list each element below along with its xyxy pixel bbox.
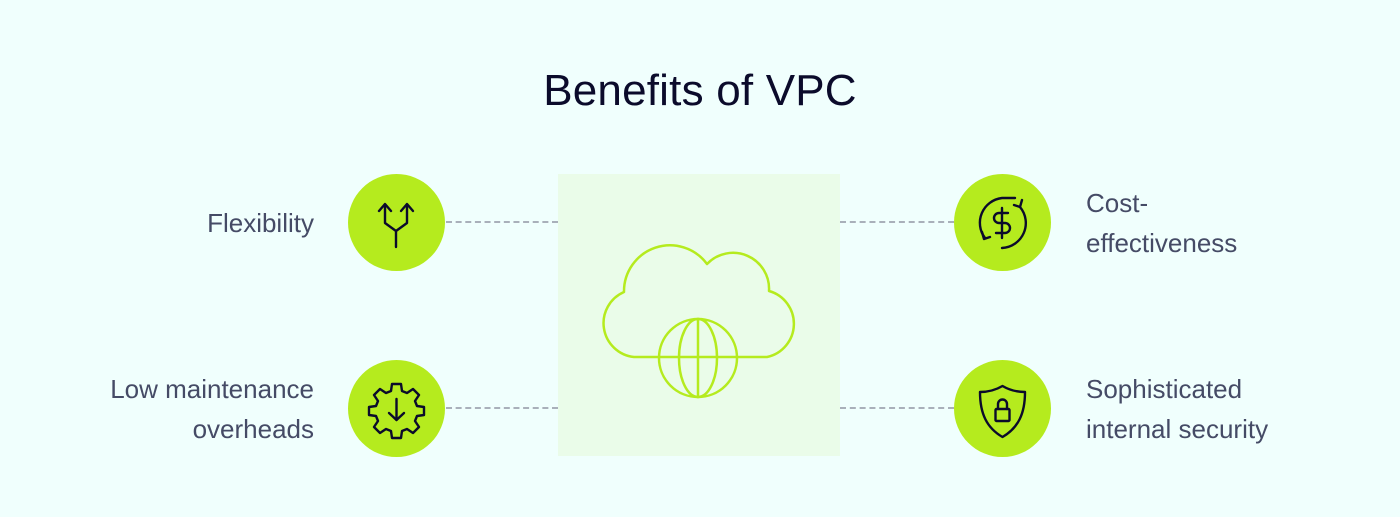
- connector-security: [840, 407, 954, 409]
- flexibility-badge: [348, 174, 445, 271]
- label-line: Sophisticated: [1086, 374, 1243, 404]
- center-vpc-panel: [558, 174, 840, 456]
- label-line: internal security: [1086, 414, 1269, 444]
- label-security: Sophisticated internal security: [1086, 369, 1386, 449]
- gear-download-icon: [367, 382, 426, 440]
- dollar-cycle-icon: [978, 196, 1027, 250]
- label-cost-effectiveness: Cost- effectiveness: [1086, 183, 1366, 263]
- cloud-globe-icon: [602, 244, 796, 399]
- low-maintenance-badge: [348, 360, 445, 457]
- cost-effectiveness-badge: [954, 174, 1051, 271]
- label-line: effectiveness: [1086, 228, 1238, 258]
- split-arrows-icon: [377, 202, 415, 249]
- security-badge: [954, 360, 1051, 457]
- connector-cost-effectiveness: [840, 221, 954, 223]
- diagram-title: Benefits of VPC: [543, 66, 857, 115]
- label-line: Flexibility: [207, 208, 314, 238]
- connector-low-maintenance: [446, 407, 558, 409]
- connector-flexibility: [446, 221, 558, 223]
- label-line: overheads: [192, 414, 314, 444]
- shield-lock-icon: [978, 384, 1027, 439]
- label-line: Low maintenance: [110, 374, 314, 404]
- label-line: Cost-: [1086, 188, 1149, 218]
- label-flexibility: Flexibility: [100, 203, 314, 243]
- label-low-maintenance: Low maintenance overheads: [40, 369, 314, 449]
